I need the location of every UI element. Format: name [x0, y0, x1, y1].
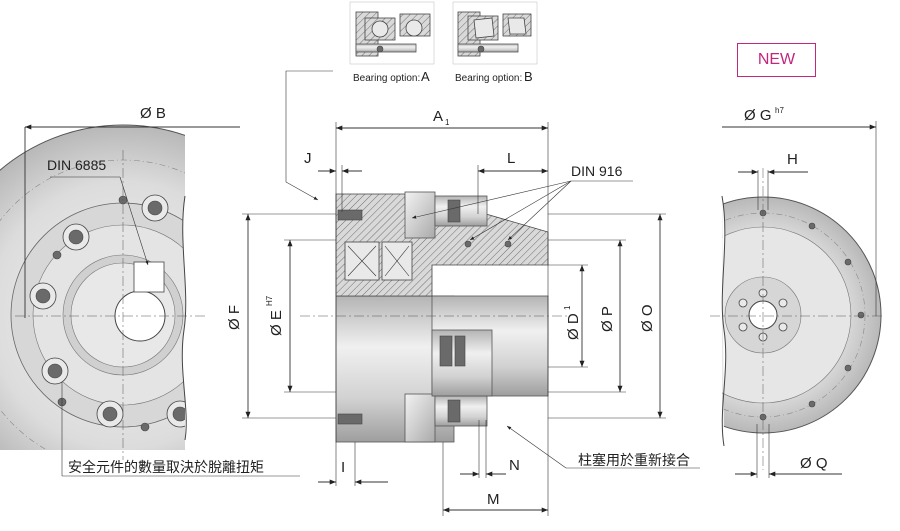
bearing-option-a-letter: A [421, 69, 430, 84]
din6885-leader [119, 176, 149, 266]
dim-p-label: Ø P [599, 306, 616, 332]
din916-leader-1 [469, 180, 572, 241]
bearing-option-b-caption: Bearing option: [455, 73, 522, 84]
dim-a1-subscript: 1 [445, 118, 450, 127]
din916-leader-3 [411, 180, 572, 219]
right-front-view [710, 168, 885, 470]
dim-g-superscript: h7 [775, 106, 784, 115]
din916-label: DIN 916 [571, 163, 623, 179]
dim-n-label: N [509, 457, 520, 474]
dim-b-label: Ø B [140, 105, 166, 122]
dim-l-label: L [507, 150, 515, 167]
din6885-label: DIN 6885 [47, 157, 106, 173]
dim-d1-superscript: 1 [563, 305, 572, 310]
bearing-option-a-inset [349, 1, 435, 65]
dim-q-label: Ø Q [800, 455, 828, 472]
dim-m-label: M [487, 491, 500, 508]
bearing-option-b-letter: B [524, 69, 533, 84]
bearing-option-b-inset [452, 1, 538, 65]
din916-leader-2 [507, 180, 572, 241]
new-badge: NEW [737, 43, 816, 77]
bearing-option-leader [285, 70, 333, 201]
safety-element-note: 安全元件的數量取決於脫離扭矩 [68, 459, 264, 475]
bearing-option-a-caption: Bearing option: [353, 73, 420, 84]
plunger-note: 柱塞用於重新接合 [578, 452, 690, 468]
section-view [300, 191, 570, 443]
dim-e-superscript: H7 [265, 295, 274, 306]
dim-o-label: Ø O [639, 304, 656, 332]
dim-j-label: J [304, 150, 312, 167]
plunger-leader [506, 425, 567, 469]
dim-i-label: I [341, 459, 345, 476]
dim-g-label: Ø G [744, 107, 772, 124]
safety-element-holes [29, 194, 185, 432]
dim-d1-label: Ø D [565, 313, 582, 340]
dim-h-label: H [787, 151, 798, 168]
left-front-view [0, 124, 205, 460]
dim-f-label: Ø F [226, 305, 243, 330]
right-view-bolt-holes [738, 209, 865, 421]
dim-a1-label: A [433, 108, 443, 125]
dim-e-label: Ø E [268, 310, 285, 336]
